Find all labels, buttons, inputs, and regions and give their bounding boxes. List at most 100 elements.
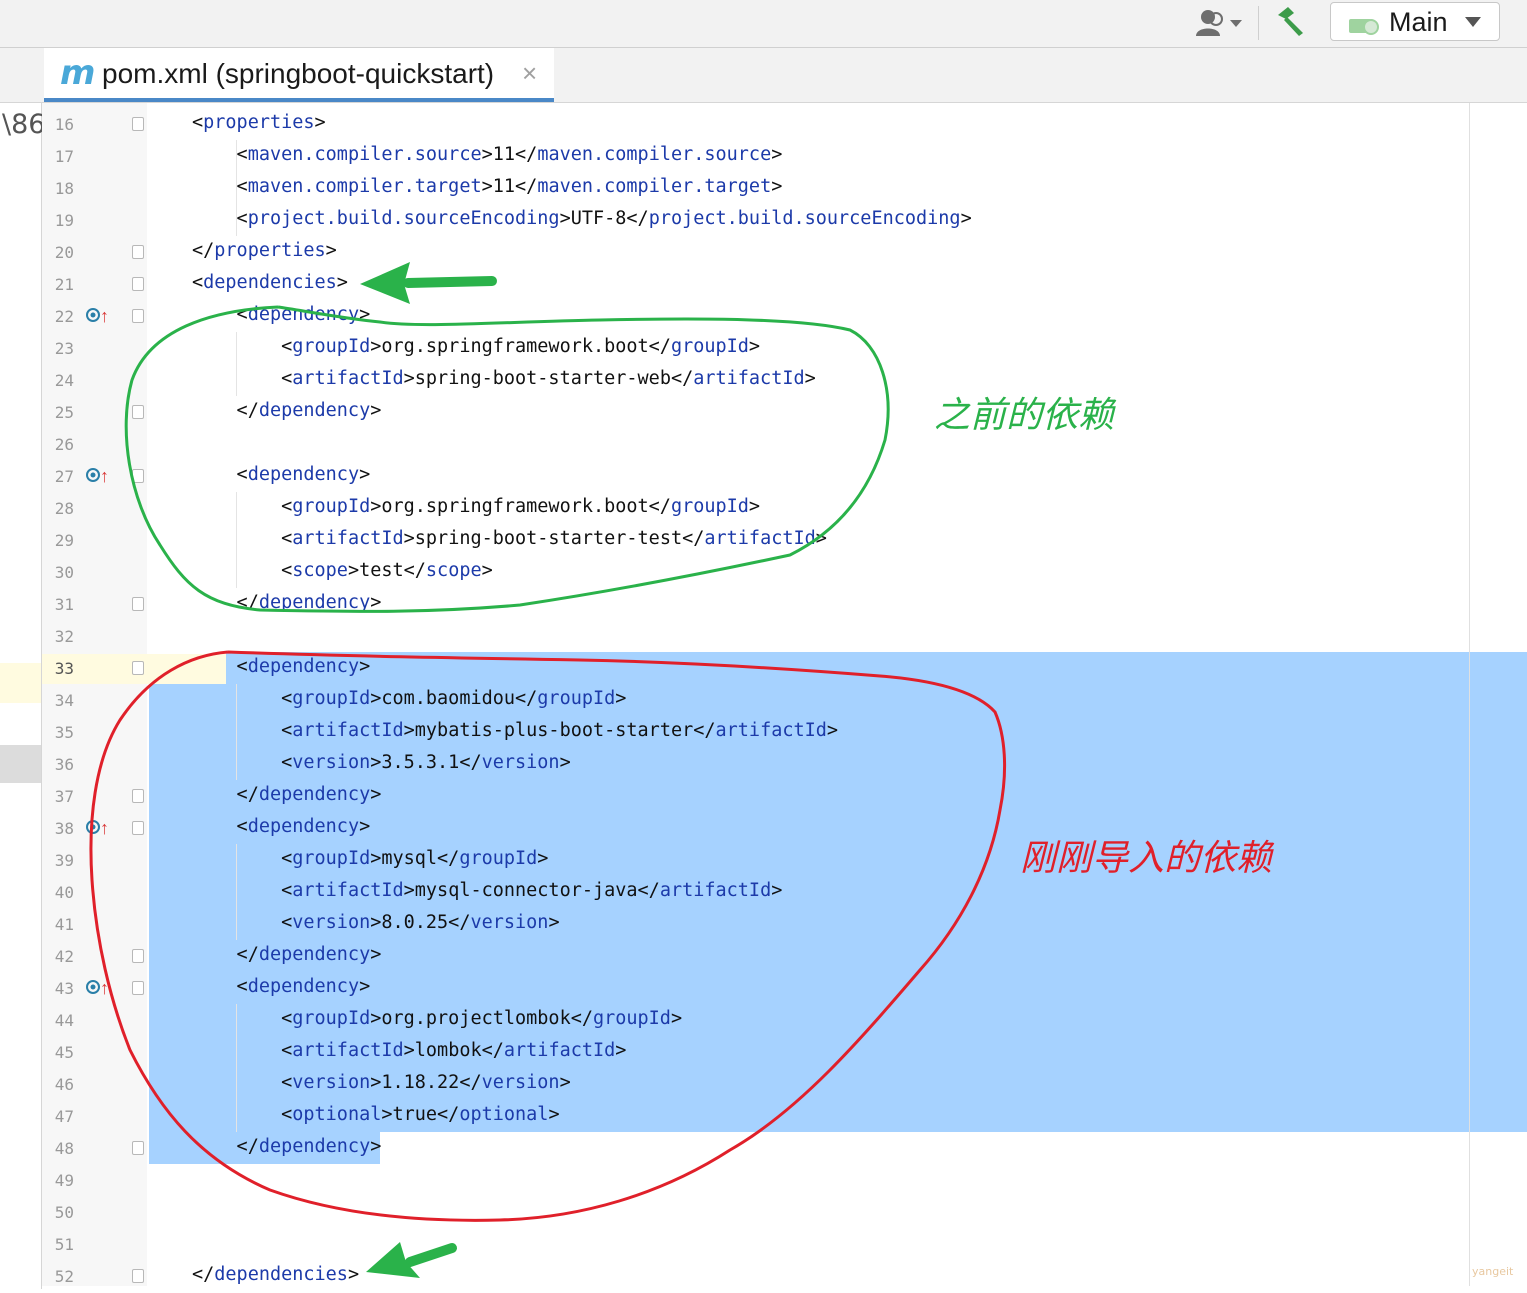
xml-tag-name: dependencies	[214, 1264, 348, 1285]
xml-tag-name: dependency	[258, 1136, 371, 1157]
navigate-dependency-icon[interactable]: ↑	[86, 818, 109, 839]
code-text: <groupId>org.springframework.boot</group…	[192, 336, 760, 357]
left-panel-scroll-marker	[0, 745, 41, 783]
xml-text: <	[192, 144, 248, 165]
indent-guide	[236, 140, 237, 236]
fold-toggle-icon[interactable]	[132, 469, 144, 483]
xml-text: <	[192, 848, 293, 869]
xml-text: >	[748, 496, 761, 517]
line-number: 21	[54, 275, 74, 294]
xml-text: >lombok</	[403, 1040, 504, 1061]
fold-toggle-icon[interactable]	[132, 821, 144, 835]
code-text: <groupId>mysql</groupId>	[192, 848, 548, 869]
xml-text: <	[192, 176, 248, 197]
xml-text: <	[192, 816, 248, 837]
xml-text: </	[192, 1136, 259, 1157]
xml-text: <	[192, 1104, 293, 1125]
selection-start	[226, 652, 1527, 684]
xml-text: </	[192, 592, 259, 613]
line-number: 24	[54, 371, 74, 390]
fold-toggle-icon[interactable]	[132, 789, 144, 803]
hammer-icon[interactable]	[1272, 5, 1308, 42]
xml-text: >	[559, 1072, 571, 1093]
annotation-new-deps: 刚刚导入的依赖	[1020, 838, 1273, 879]
fold-toggle-icon[interactable]	[132, 405, 144, 419]
fold-toggle-icon[interactable]	[132, 597, 144, 611]
navigate-dependency-icon[interactable]: ↑	[86, 978, 109, 999]
xml-text: >	[548, 912, 560, 933]
code-text: </dependencies>	[192, 1264, 359, 1285]
maven-file-icon: m	[60, 53, 96, 93]
chevron-down-icon	[1465, 17, 1481, 27]
xml-text: <	[192, 464, 248, 485]
code-editor[interactable]: 16<properties>17 <maven.compiler.source>…	[42, 103, 1527, 1286]
fold-toggle-icon[interactable]	[132, 1141, 144, 1155]
navigate-dependency-icon[interactable]: ↑	[86, 306, 109, 327]
xml-tag-name: version	[481, 1072, 560, 1093]
line-number: 38	[54, 819, 74, 838]
xml-tag-name: dependencies	[203, 272, 337, 293]
xml-text: >8.0.25</	[370, 912, 471, 933]
xml-tag-name: artifactId	[292, 880, 404, 901]
xml-text: <	[192, 688, 293, 709]
editor-tab-bar: m pom.xml (springboot-quickstart) ×	[0, 48, 1527, 125]
code-text: <version>3.5.3.1</version>	[192, 752, 571, 773]
xml-text: >mysql-connector-java</	[403, 880, 660, 901]
xml-text: <	[192, 496, 293, 517]
tab-pom-xml[interactable]: m pom.xml (springboot-quickstart) ×	[44, 48, 554, 102]
xml-tag-name: artifactId	[693, 368, 805, 389]
line-number: 35	[54, 723, 74, 742]
xml-tag-name: groupId	[537, 688, 616, 709]
xml-text: <	[192, 272, 204, 293]
line-number: 49	[54, 1171, 74, 1190]
xml-text: <	[192, 1072, 293, 1093]
xml-tag-name: artifactId	[503, 1040, 616, 1061]
xml-text: <	[192, 560, 293, 581]
xml-text: >	[370, 944, 382, 965]
xml-text: >	[559, 752, 571, 773]
right-margin-guide	[1469, 103, 1470, 1286]
fold-toggle-icon[interactable]	[132, 1269, 144, 1283]
xml-tag-name: project.build.sourceEncoding	[247, 208, 560, 229]
fold-toggle-icon[interactable]	[132, 309, 144, 323]
xml-text: >spring-boot-starter-web</	[403, 368, 694, 389]
xml-tag-name: dependency	[247, 464, 360, 485]
fold-toggle-icon[interactable]	[132, 245, 144, 259]
fold-toggle-icon[interactable]	[132, 949, 144, 963]
xml-text: <	[192, 976, 248, 997]
xml-text: >	[359, 656, 371, 677]
xml-tag-name: dependency	[258, 400, 371, 421]
xml-text: >spring-boot-starter-test</	[403, 528, 705, 549]
fold-toggle-icon[interactable]	[132, 117, 144, 131]
fold-toggle-icon[interactable]	[132, 661, 144, 675]
line-number: 50	[54, 1203, 74, 1222]
xml-text: <	[192, 1008, 293, 1029]
xml-text: </	[192, 784, 259, 805]
xml-text: >	[960, 208, 972, 229]
navigate-dependency-icon[interactable]: ↑	[86, 466, 109, 487]
xml-text: <	[192, 112, 204, 133]
line-number: 39	[54, 851, 74, 870]
xml-tag-name: maven.compiler.source	[537, 144, 772, 165]
xml-text: >	[325, 240, 337, 261]
line-number: 19	[54, 211, 74, 230]
xml-text: <	[192, 368, 293, 389]
xml-tag-name: version	[481, 752, 560, 773]
xml-text: >org.springframework.boot</	[370, 496, 671, 517]
xml-tag-name: dependency	[247, 816, 360, 837]
toolbar-separator	[1258, 6, 1259, 40]
user-dropdown-icon[interactable]	[1194, 8, 1246, 43]
run-configuration-selector[interactable]: Main	[1330, 2, 1500, 41]
fold-toggle-icon[interactable]	[132, 277, 144, 291]
xml-text: <	[192, 752, 293, 773]
line-number: 20	[54, 243, 74, 262]
xml-text: <	[192, 880, 293, 901]
close-icon[interactable]: ×	[522, 58, 538, 88]
code-text: <groupId>com.baomidou</groupId>	[192, 688, 626, 709]
fold-toggle-icon[interactable]	[132, 981, 144, 995]
code-text: <dependency>	[192, 304, 371, 325]
xml-text: >	[370, 784, 382, 805]
left-panel-strip: \86	[0, 103, 45, 1289]
line-number: 45	[54, 1043, 74, 1062]
xml-text: <	[192, 208, 248, 229]
